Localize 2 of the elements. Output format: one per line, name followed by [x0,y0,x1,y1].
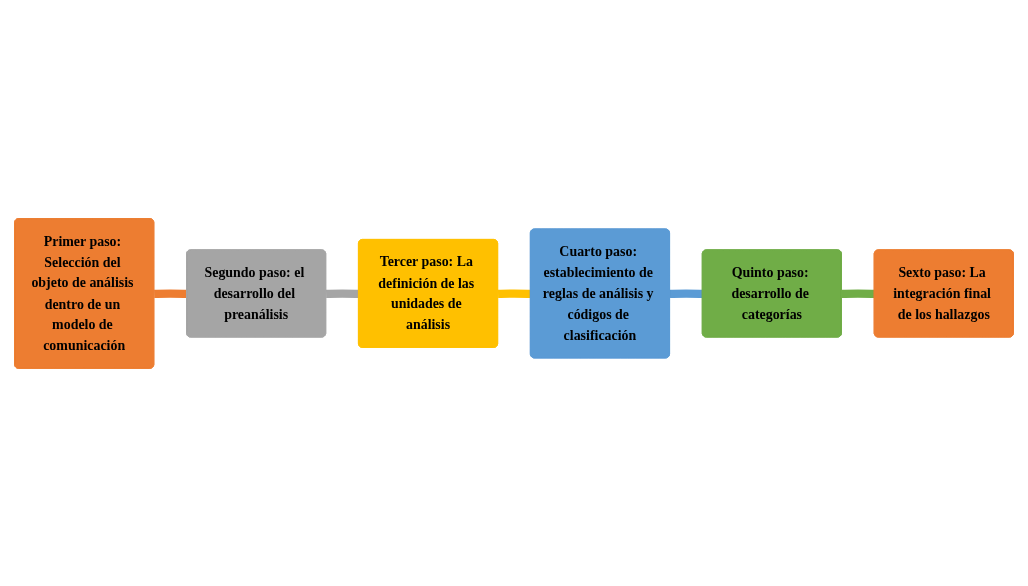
connector [840,289,876,298]
connector [668,289,704,298]
